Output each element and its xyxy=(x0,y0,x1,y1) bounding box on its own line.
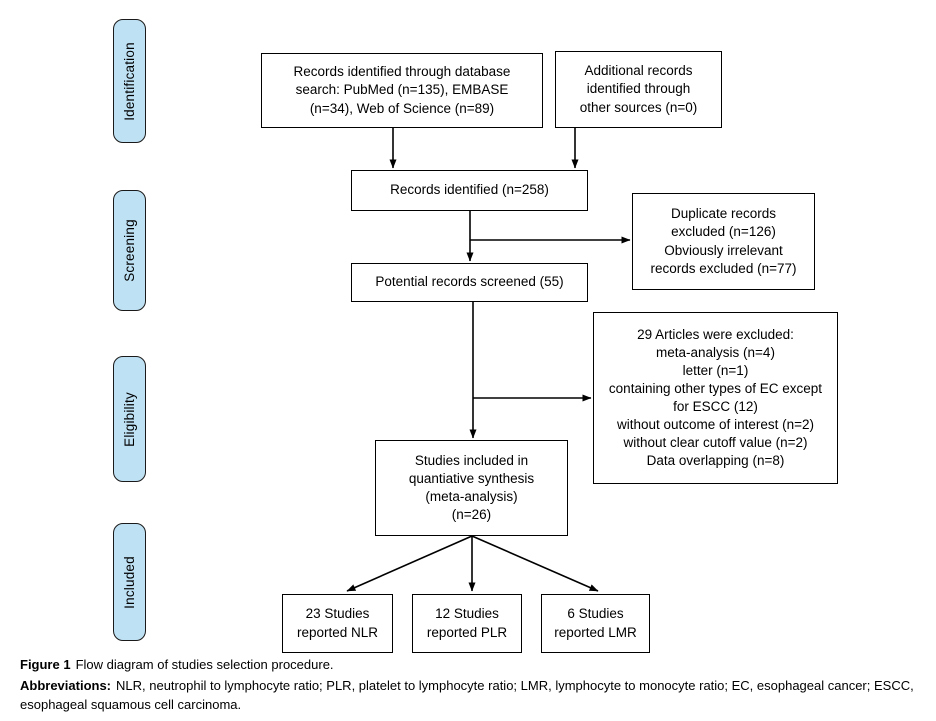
box-additional-records: Additional records identified through ot… xyxy=(555,51,722,128)
box-text: Studies included in quantiative synthesi… xyxy=(408,452,535,523)
stage-included: Included xyxy=(113,523,146,641)
box-text: Potential records screened (55) xyxy=(375,274,564,290)
box-records-identified: Records identified (n=258) xyxy=(351,170,588,211)
abbreviations-line: Abbreviations:NLR, neutrophil to lymphoc… xyxy=(20,677,926,715)
arrow xyxy=(471,535,599,592)
box-text: Records identified through database sear… xyxy=(293,64,511,116)
box-text: 6 Studies reported LMR xyxy=(554,606,637,640)
box-records-screened: Potential records screened (55) xyxy=(351,263,588,302)
stage-screening: Screening xyxy=(113,190,146,311)
box-duplicates-excluded: Duplicate records excluded (n=126) Obvio… xyxy=(632,193,815,290)
box-articles-excluded: 29 Articles were excluded: meta-analysis… xyxy=(593,312,838,484)
arrow xyxy=(346,535,473,592)
box-text: Additional records identified through ot… xyxy=(579,63,698,115)
figure-title-line: Figure 1 Flow diagram of studies selectio… xyxy=(20,656,926,675)
stage-label: Identification xyxy=(122,41,138,121)
figure-label: Figure 1 xyxy=(20,657,71,672)
box-text: Records identified (n=258) xyxy=(390,182,549,198)
box-text: 23 Studies reported NLR xyxy=(296,606,379,640)
box-lmr-studies: 6 Studies reported LMR xyxy=(541,594,650,653)
box-text: Duplicate records excluded (n=126) Obvio… xyxy=(650,206,797,276)
box-plr-studies: 12 Studies reported PLR xyxy=(412,594,522,653)
stage-label: Screening xyxy=(122,219,137,282)
figure-title-text: Flow diagram of studies selection proced… xyxy=(75,657,334,672)
figure-caption: Figure 1 Flow diagram of studies selectio… xyxy=(20,656,926,717)
stage-identification: Identification xyxy=(113,19,146,143)
abbreviations-label: Abbreviations: xyxy=(20,677,112,693)
stage-eligibility: Eligibility xyxy=(113,356,146,482)
stage-label: Included xyxy=(122,555,138,609)
stage-label: Eligibility xyxy=(122,391,137,447)
box-database-records: Records identified through database sear… xyxy=(261,53,543,128)
box-nlr-studies: 23 Studies reported NLR xyxy=(282,594,393,653)
box-text: 12 Studies reported PLR xyxy=(426,606,508,640)
abbreviations-text: NLR, neutrophil to lymphocyte ratio; PLR… xyxy=(20,677,914,712)
box-text: 29 Articles were excluded: meta-analysis… xyxy=(608,326,823,469)
box-studies-included: Studies included in quantiative synthesi… xyxy=(375,440,568,536)
